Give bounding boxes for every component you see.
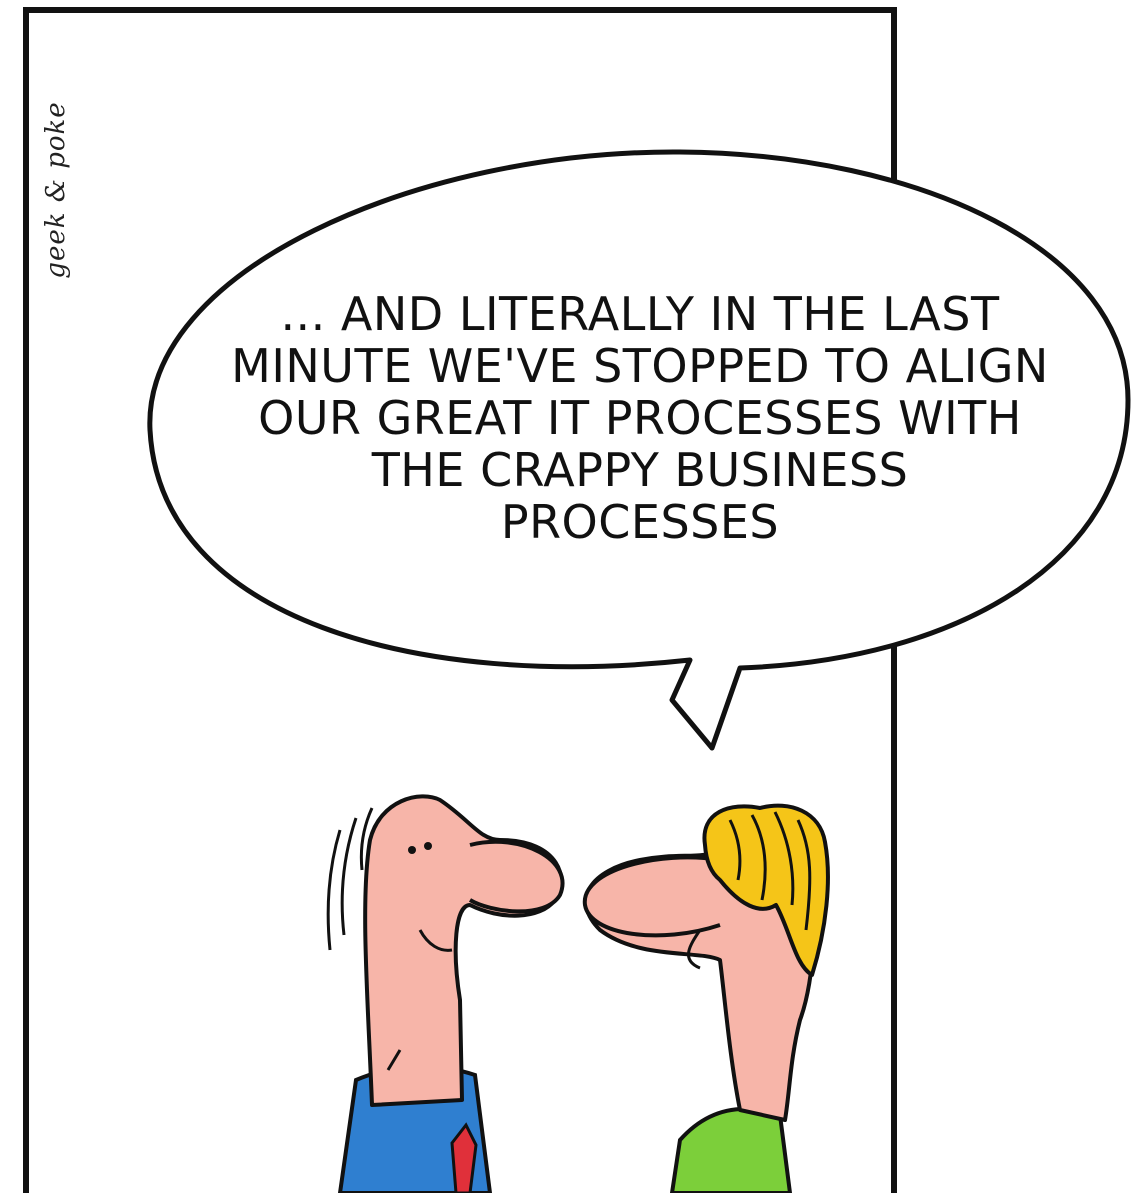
speech-line: ... AND LITERALLY IN THE LAST	[280, 287, 1000, 341]
left-character	[326, 794, 565, 1193]
left-neck-line	[386, 1049, 402, 1071]
speech-line: PROCESSES	[500, 495, 780, 549]
speech-bubble	[147, 149, 1131, 751]
right-hair	[702, 803, 830, 977]
right-hair-strands	[728, 811, 812, 931]
right-nose	[582, 855, 721, 938]
right-character	[582, 803, 830, 1193]
left-nose	[468, 839, 565, 914]
speech-line: MINUTE WE'VE STOPPED TO ALIGN	[231, 339, 1049, 393]
speech-line: THE CRAPPY BUSINESS	[371, 443, 909, 497]
left-eye	[408, 846, 416, 854]
left-eye-2	[424, 842, 432, 850]
speech-line: OUR GREAT IT PROCESSES WITH	[258, 391, 1022, 445]
right-mouth	[687, 929, 702, 970]
artist-signature: geek & poke	[41, 101, 71, 279]
speech-bubble-outline	[147, 149, 1131, 751]
speech-bubble-text: ... AND LITERALLY IN THE LAST MINUTE WE'…	[150, 288, 1130, 548]
left-motion-lines	[326, 807, 374, 951]
left-tie	[450, 1122, 478, 1193]
left-mouth	[418, 929, 453, 952]
